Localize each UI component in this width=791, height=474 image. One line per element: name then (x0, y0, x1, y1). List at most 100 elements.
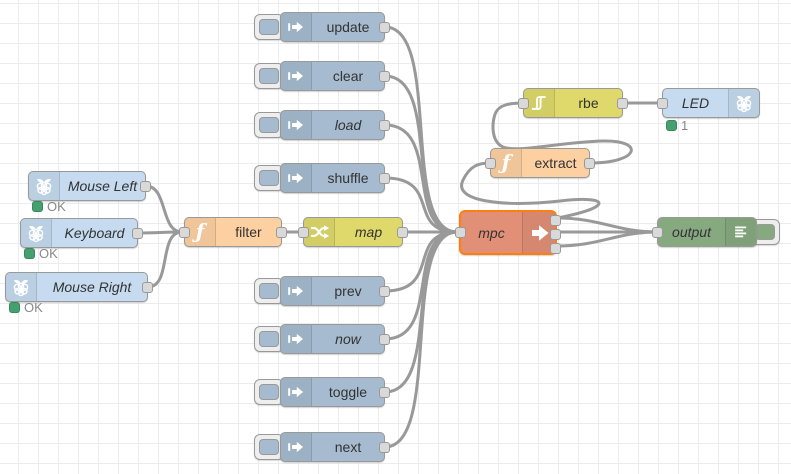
node-mouse-right[interactable]: Mouse Right (5, 272, 153, 302)
wire-mouse-right-filter[interactable] (146, 230, 184, 289)
node-inject-next[interactable]: next (280, 432, 390, 462)
node-inject-shuffle[interactable]: shuffle (280, 163, 390, 193)
node-label: next (334, 439, 362, 455)
node-label: clear (332, 68, 364, 84)
node-output-debug[interactable]: output (652, 217, 757, 247)
inject-arrow-icon (281, 378, 312, 406)
input-port[interactable] (298, 226, 309, 238)
node-led[interactable]: LED (657, 88, 760, 118)
inject-button-prev[interactable] (254, 278, 284, 304)
output-port[interactable] (276, 226, 287, 238)
status-dot-icon (24, 248, 35, 259)
output-port[interactable] (379, 119, 390, 131)
node-inject-prev[interactable]: prev (280, 276, 390, 306)
inject-button-shuffle[interactable] (254, 165, 284, 191)
output-port[interactable] (379, 70, 390, 82)
output-port[interactable] (379, 386, 390, 398)
inject-arrow-icon (281, 433, 312, 461)
inject-arrow-icon (281, 13, 312, 41)
node-inject-update[interactable]: update (280, 12, 390, 42)
wire-mouse-left-filter[interactable] (144, 184, 184, 234)
node-filter[interactable]: ƒ filter (179, 217, 287, 247)
node-label: map (354, 224, 383, 240)
raspberry-pi-icon (728, 89, 759, 117)
node-rbe[interactable]: rbe (518, 88, 628, 118)
inject-arrow-icon (281, 277, 312, 305)
node-status: OK (24, 246, 58, 261)
output-port[interactable] (132, 227, 143, 239)
output-port[interactable] (397, 226, 408, 238)
status-text: OK (24, 300, 43, 315)
node-extract[interactable]: ƒ extract (485, 148, 595, 178)
node-inject-clear[interactable]: clear (280, 61, 390, 91)
raspberry-pi-icon (21, 219, 52, 247)
node-map[interactable]: map (298, 217, 408, 247)
node-label: Keyboard (64, 225, 125, 241)
node-status: 1 (666, 118, 688, 133)
node-mouse-left[interactable]: Mouse Left (28, 171, 151, 201)
node-inject-toggle[interactable]: toggle (280, 377, 390, 407)
output-port[interactable] (379, 285, 390, 297)
node-label: Mouse Right (52, 279, 132, 295)
input-port[interactable] (179, 226, 190, 238)
node-label: LED (681, 95, 710, 111)
wire-mpc3-output[interactable] (555, 230, 659, 248)
inject-button-now[interactable] (254, 326, 284, 352)
node-label: filter (235, 224, 262, 240)
input-port[interactable] (485, 157, 496, 169)
output-port[interactable] (379, 172, 390, 184)
node-status: OK (32, 199, 66, 214)
output-port[interactable] (584, 157, 595, 169)
wire-load-mpc[interactable] (383, 123, 459, 234)
status-dot-icon (666, 120, 677, 131)
node-mpc-selected[interactable]: mpc (455, 210, 561, 255)
output-port-3[interactable] (550, 242, 561, 254)
inject-arrow-icon (281, 325, 312, 353)
node-keyboard[interactable]: Keyboard (20, 218, 143, 248)
inject-button-update[interactable] (254, 14, 284, 40)
node-label: extract (534, 155, 577, 171)
wire-mpc1-output[interactable] (555, 216, 659, 234)
status-dot-icon (9, 302, 20, 313)
output-port-1[interactable] (550, 214, 561, 226)
node-label: update (326, 19, 370, 35)
output-port[interactable] (140, 180, 151, 192)
function-icon: ƒ (185, 218, 216, 246)
output-port-2[interactable] (550, 228, 561, 240)
status-text: 1 (681, 118, 689, 133)
raspberry-pi-icon (6, 273, 37, 301)
node-label: now (335, 331, 361, 347)
output-port[interactable] (379, 333, 390, 345)
output-port[interactable] (379, 21, 390, 33)
node-label: shuffle (327, 170, 369, 186)
raspberry-pi-icon (29, 172, 60, 200)
inject-arrow-icon (281, 111, 312, 139)
node-status: OK (9, 300, 43, 315)
node-inject-load[interactable]: load (280, 110, 390, 140)
node-inject-now[interactable]: now (280, 324, 390, 354)
node-label: output (672, 224, 711, 240)
function-icon: ƒ (491, 149, 522, 177)
input-port[interactable] (657, 97, 668, 109)
input-port[interactable] (652, 226, 663, 238)
wire-next-mpc[interactable] (383, 230, 459, 449)
inject-button-next[interactable] (254, 434, 284, 460)
input-port[interactable] (518, 97, 529, 109)
status-text: OK (39, 246, 58, 261)
wire-shuffle-mpc[interactable] (383, 176, 459, 234)
inject-button-load[interactable] (254, 112, 284, 138)
wire-mpc1-extract[interactable] (460, 161, 601, 220)
output-port[interactable] (379, 441, 390, 453)
output-port[interactable] (142, 281, 153, 293)
input-port[interactable] (455, 227, 466, 238)
inject-button-toggle[interactable] (254, 379, 284, 405)
inject-arrow-icon (281, 164, 312, 192)
node-label: mpc (478, 224, 505, 241)
hysteresis-icon (524, 89, 555, 117)
inject-button-clear[interactable] (254, 63, 284, 89)
wire-clear-mpc[interactable] (383, 74, 459, 234)
status-dot-icon (32, 201, 43, 212)
wire-toggle-mpc[interactable] (383, 230, 459, 394)
output-port[interactable] (617, 97, 628, 109)
